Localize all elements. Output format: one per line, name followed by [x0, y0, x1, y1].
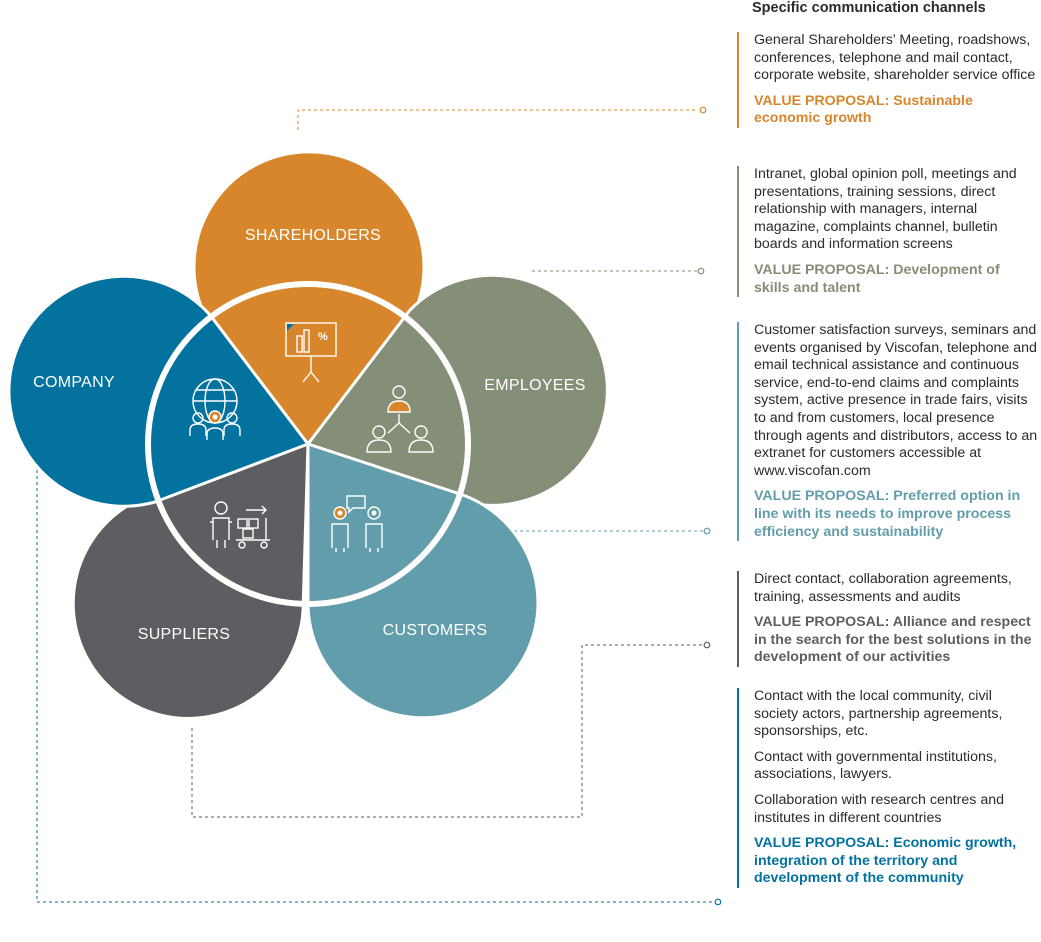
customer-conversation-icon [331, 495, 383, 552]
connector-dot-employees [697, 267, 705, 275]
communication-channels-heading: Specific communication channels [752, 0, 986, 16]
shareholders-value-proposal: VALUE PROPOSAL: Sustainable economic gro… [754, 92, 973, 127]
supplier-delivery-icon [210, 501, 270, 549]
employees-value-proposal: VALUE PROPOSAL: Development of skills an… [754, 261, 1000, 296]
group-suppliers: Direct contact, collaboration agreements… [737, 571, 1039, 667]
petal-customers [306, 441, 540, 720]
global-community-icon [189, 378, 241, 440]
group-company: Contact with the local community, civil … [737, 688, 1039, 888]
suppliers-value-proposal: VALUE PROPOSAL: Alliance and respect in … [754, 614, 1032, 666]
group-customers: Customer satisfaction surveys, seminars … [737, 322, 1039, 542]
connector-company [36, 470, 713, 903]
presentation-chart-icon: % [285, 322, 337, 383]
connector-dot-customers [703, 527, 711, 535]
connector-dot-shareholders [699, 106, 707, 114]
label-employees: EMPLOYEES [484, 377, 585, 394]
connector-shareholders [297, 109, 698, 130]
company-channel-2: Contact with governmental institutions, … [754, 748, 997, 783]
suppliers-channels: Direct contact, collaboration agreements… [754, 571, 1012, 605]
center-ring [145, 281, 471, 607]
label-suppliers: SUPPLIERS [138, 626, 231, 643]
customers-value-proposal: VALUE PROPOSAL: Preferred option in line… [754, 488, 1021, 540]
label-shareholders: SHAREHOLDERS [245, 227, 381, 244]
group-shareholders: General Shareholders’ Meeting, roadshows… [737, 32, 1039, 128]
shareholders-channels: General Shareholders’ Meeting, roadshows… [754, 32, 1036, 84]
connector-dot-suppliers [703, 641, 711, 649]
svg-text:%: % [318, 331, 328, 343]
company-value-proposal: VALUE PROPOSAL: Economic growth, integra… [754, 835, 1017, 887]
label-company: COMPANY [33, 374, 115, 391]
connector-dot-company [714, 898, 722, 906]
company-channel-3: Collaboration with research centres and … [754, 791, 1004, 826]
connector-suppliers [191, 644, 703, 818]
employees-channels: Intranet, global opinion poll, meetings … [754, 166, 1017, 253]
stakeholder-flower-diagram: SHAREHOLDERS EMPLOYEES CUSTOMERS SUPPLIE… [7, 106, 722, 906]
petal-suppliers [71, 441, 310, 720]
label-customers: CUSTOMERS [383, 622, 488, 639]
company-channel-1: Contact with the local community, civil … [754, 688, 1003, 740]
group-employees: Intranet, global opinion poll, meetings … [737, 166, 1039, 298]
team-meeting-icon [366, 385, 434, 453]
customers-channels: Customer satisfaction surveys, seminars … [754, 322, 1038, 479]
